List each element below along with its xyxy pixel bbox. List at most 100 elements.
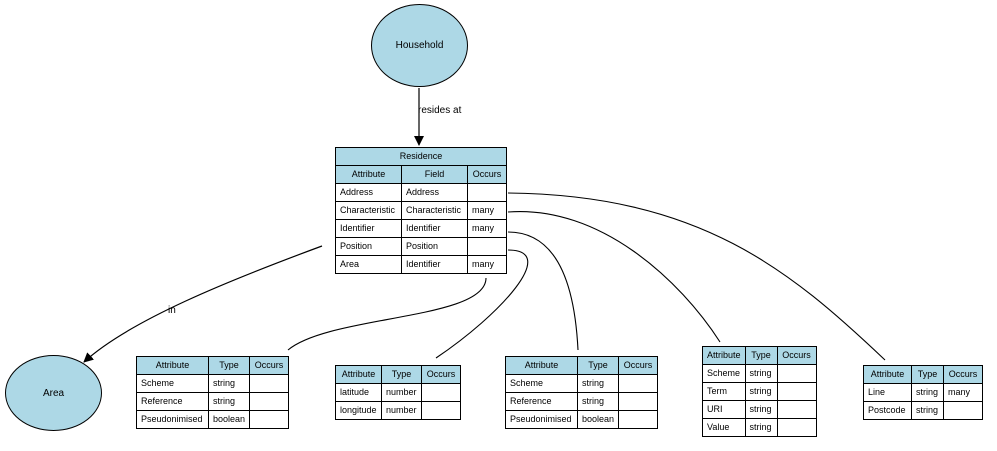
column-header-attribute: Attribute [505,356,578,375]
edge-address [507,192,886,361]
column-header-occurs: Occurs [421,365,461,384]
table-row: Pseudonimised boolean [505,410,659,429]
area-node: Area [5,355,102,431]
table-cell: many [943,383,983,402]
table-cell: string [207,374,251,393]
column-header-attribute: Attribute [335,165,402,184]
table-cell: Reference [505,392,578,411]
table-cell [249,410,290,429]
table-cell: Scheme [702,364,746,383]
column-header-occurs: Occurs [249,356,290,375]
table-cell [776,418,817,437]
table-cell [467,183,507,202]
household-label: Household [395,40,444,51]
table-row: Address Address [335,183,507,202]
column-header-occurs: Occurs [618,356,659,375]
column-header-type: Type [207,356,251,375]
identifier-table: Attribute Type Occurs Scheme string Refe… [505,356,659,429]
household-node: Household [371,4,468,87]
table-row: Line string many [863,383,983,402]
table-cell: Scheme [136,374,209,393]
table-row: Scheme string [505,374,659,393]
table-cell: string [744,364,778,383]
edge-in [83,245,323,363]
table-cell: Area [335,255,402,274]
table-cell: string [911,383,944,402]
table-cell [776,382,817,401]
table-cell: Position [401,237,468,256]
table-cell: Address [335,183,402,202]
column-header-attribute: Attribute [863,365,912,384]
table-row: Term string [702,382,817,401]
table-row: Scheme string [136,374,290,393]
table-cell: boolean [207,410,251,429]
column-header-field: Field [401,165,468,184]
edge-characteristic [507,211,721,343]
table-cell: Line [863,383,912,402]
table-row: Reference string [505,392,659,411]
table-cell: many [467,255,507,274]
column-header-occurs: Occurs [467,165,507,184]
table-cell: number [381,383,422,402]
table-row: longitude number [335,401,461,420]
column-header-occurs: Occurs [943,365,983,384]
table-cell: Address [401,183,468,202]
table-row: Value string [702,418,817,437]
table-row: Pseudonimised boolean [136,410,290,429]
table-cell: Identifier [401,219,468,238]
table-cell: string [744,382,778,401]
address-table: Attribute Type Occurs Line string many P… [863,365,983,420]
table-cell [249,374,290,393]
table-row: Position Position [335,237,507,256]
edge-position [435,249,529,359]
column-header-attribute: Attribute [702,346,746,365]
edge-identifier [507,231,579,351]
table-row: Area Identifier many [335,255,507,274]
table-cell [467,237,507,256]
table-row: latitude number [335,383,461,402]
table-cell: Scheme [505,374,578,393]
table-cell: Reference [136,392,209,411]
table-row: Identifier Identifier many [335,219,507,238]
column-header-type: Type [381,365,422,384]
table-cell: boolean [576,410,620,429]
table-cell [776,364,817,383]
edge-label-resides-at: resides at [418,105,462,116]
table-cell [618,410,659,429]
table-row: Postcode string [863,401,983,420]
table-cell: string [744,418,778,437]
column-header-occurs: Occurs [776,346,817,365]
table-cell: URI [702,400,746,419]
table-row: Characteristic Characteristic many [335,201,507,220]
table-cell: Value [702,418,746,437]
identifier-area-table: Attribute Type Occurs Scheme string Refe… [136,356,290,429]
column-header-attribute: Attribute [136,356,209,375]
area-label: Area [42,387,65,399]
table-row: URI string [702,400,817,419]
column-header-type: Type [911,365,944,384]
table-cell: many [467,219,507,238]
table-cell [249,392,290,411]
table-cell: Term [702,382,746,401]
column-header-type: Type [744,346,778,365]
table-cell: string [744,400,778,419]
table-cell: latitude [335,383,382,402]
table-cell: Identifier [401,255,468,274]
column-header-type: Type [576,356,620,375]
table-cell: Position [335,237,402,256]
table-cell: Characteristic [401,201,468,220]
table-cell: number [381,401,422,420]
table-cell: Pseudonimised [136,410,209,429]
table-row: Reference string [136,392,290,411]
table-cell [943,401,983,420]
edge-label-in: in [168,305,176,316]
table-cell: longitude [335,401,382,420]
table-cell: string [207,392,251,411]
characteristic-table: Attribute Type Occurs Scheme string Term… [702,346,817,437]
table-cell: Postcode [863,401,912,420]
table-cell: many [467,201,507,220]
residence-table: Residence Attribute Field Occurs Address… [335,147,507,274]
table-cell: string [576,392,620,411]
table-cell: Pseudonimised [505,410,578,429]
